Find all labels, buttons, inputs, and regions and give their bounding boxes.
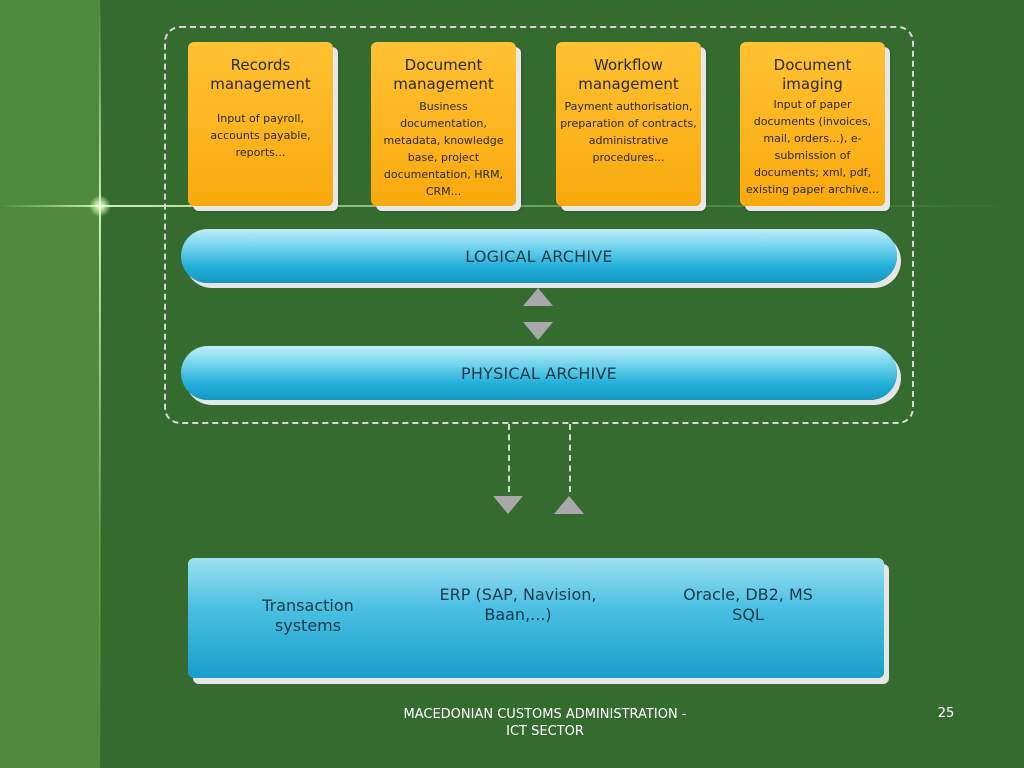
arrow-up-icon bbox=[554, 496, 584, 514]
arrow-down-icon bbox=[523, 322, 553, 340]
footer-line-2: ICT SECTOR bbox=[506, 724, 584, 739]
physical-archive-bar: PHYSICAL ARCHIVE bbox=[181, 346, 897, 400]
arrow-down-icon bbox=[493, 496, 523, 514]
page-number: 25 bbox=[937, 706, 955, 721]
logical-archive-bar: LOGICAL ARCHIVE bbox=[181, 229, 897, 283]
source-systems-box: Transaction systems ERP (SAP, Navision, … bbox=[188, 558, 884, 678]
card-title: Records management bbox=[210, 56, 311, 93]
physical-archive-label: PHYSICAL ARCHIVE bbox=[461, 363, 617, 383]
archive-system-frame bbox=[164, 26, 914, 424]
connector-down-line bbox=[508, 424, 510, 492]
footer-text: MACEDONIAN CUSTOMS ADMINISTRATION - ICT … bbox=[350, 706, 740, 740]
card-body: Input of payroll, accounts payable, repo… bbox=[210, 112, 311, 159]
card-records-management: Records management Input of payroll, acc… bbox=[188, 42, 333, 206]
card-body: Business documentation, metadata, knowle… bbox=[383, 100, 504, 198]
card-workflow-management: Workflow management Payment authorisatio… bbox=[556, 42, 701, 206]
footer-line-1: MACEDONIAN CUSTOMS ADMINISTRATION - bbox=[403, 707, 687, 722]
arrow-up-icon bbox=[523, 288, 553, 306]
card-body: Input of paper documents (invoices, mail… bbox=[745, 98, 880, 196]
card-document-management: Document management Business documentati… bbox=[371, 42, 516, 206]
card-document-imaging: Document imaging Input of paper document… bbox=[740, 42, 885, 206]
horizontal-accent-line bbox=[0, 205, 1024, 207]
vertical-accent-line bbox=[99, 0, 101, 768]
card-body: Payment authorisation, preparation of co… bbox=[560, 100, 697, 164]
transaction-systems-label: Transaction systems bbox=[262, 596, 354, 635]
database-systems-label: Oracle, DB2, MS SQL bbox=[683, 585, 813, 624]
connector-up-line bbox=[569, 424, 571, 492]
accent-sparkle bbox=[89, 195, 111, 217]
card-title: Document management bbox=[393, 56, 494, 93]
card-title: Document imaging bbox=[773, 56, 852, 93]
card-title: Workflow management bbox=[578, 56, 679, 93]
logical-archive-label: LOGICAL ARCHIVE bbox=[465, 246, 613, 266]
erp-systems-label: ERP (SAP, Navision, Baan,...) bbox=[439, 585, 597, 624]
